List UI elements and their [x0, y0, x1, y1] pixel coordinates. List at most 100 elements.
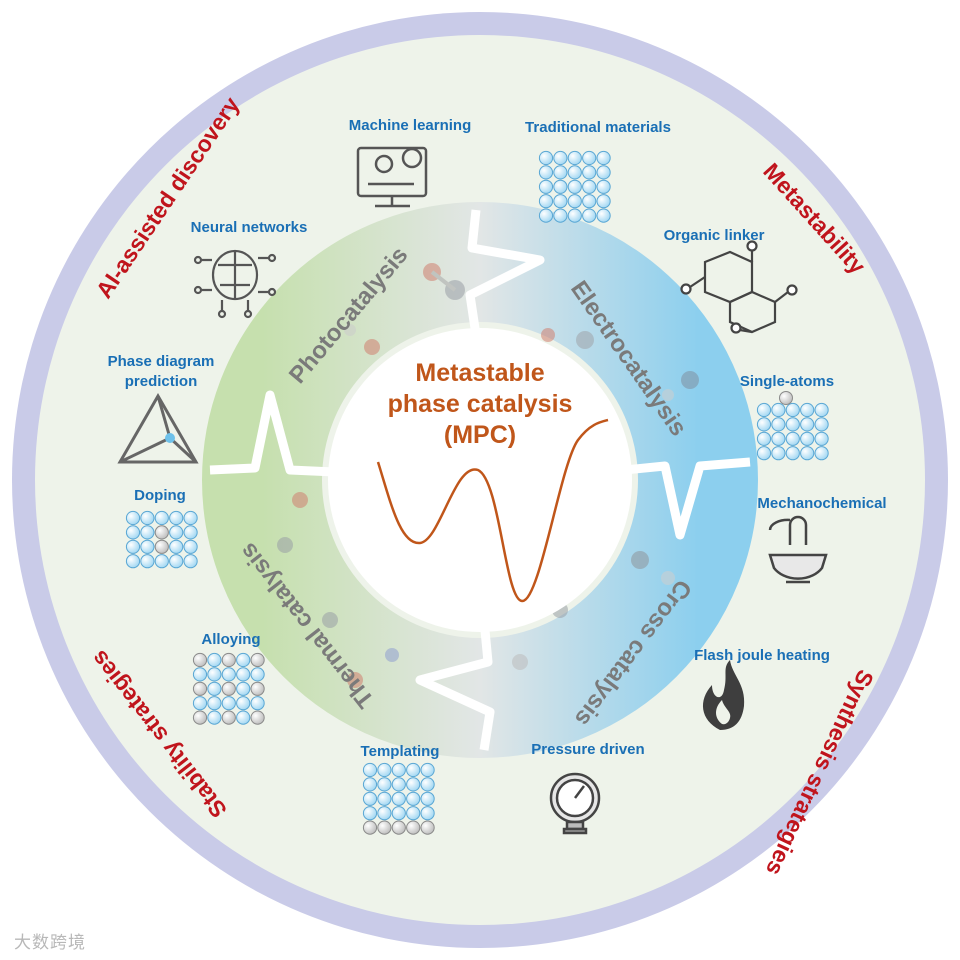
atom	[250, 667, 265, 682]
atom	[250, 696, 265, 711]
center-title: Metastable phase catalysis (MPC)	[388, 358, 573, 451]
atom	[538, 179, 554, 194]
atom	[125, 525, 141, 540]
atom	[800, 402, 815, 418]
atom	[567, 194, 582, 209]
center-title-line-2: phase catalysis	[387, 390, 573, 418]
label-pressure-driven: Pressure driven	[531, 741, 645, 758]
atom	[538, 150, 554, 166]
watermark: 大数跨境	[14, 933, 86, 953]
phase-diagram-icon	[117, 392, 199, 464]
atom	[183, 539, 198, 554]
atom	[567, 150, 582, 166]
doping-icon	[125, 510, 198, 569]
label-templating: Templating	[360, 743, 440, 760]
atom-grey	[377, 820, 392, 835]
atom	[125, 539, 141, 554]
atom-grey	[192, 681, 208, 696]
atom	[756, 417, 772, 432]
atom-grey	[420, 820, 435, 835]
energy-curve	[376, 418, 609, 603]
traditional-materials-icon	[538, 150, 611, 223]
atom	[553, 150, 568, 166]
atom	[140, 525, 155, 540]
atom-grey	[362, 820, 378, 835]
atom	[420, 806, 435, 821]
atom-grey	[391, 820, 406, 835]
atom	[553, 179, 568, 194]
atom	[771, 402, 786, 418]
atom	[236, 681, 251, 696]
atom	[538, 194, 554, 209]
atom	[221, 667, 236, 682]
atom	[800, 417, 815, 432]
atom-grey	[250, 652, 265, 668]
atom	[125, 510, 141, 526]
atom	[154, 554, 169, 569]
single-atoms-icon	[756, 391, 829, 461]
atom-grey	[154, 539, 169, 554]
label-flash-joule-heating: Flash joule heating	[694, 647, 830, 664]
atom	[814, 417, 829, 432]
catalysis-ring	[202, 202, 758, 758]
atom	[800, 431, 815, 446]
label-machine-learning: Machine learning	[348, 117, 472, 134]
atom	[420, 777, 435, 792]
label-phase-diagram-line-1: Phase diagram	[107, 353, 215, 370]
atom	[553, 208, 568, 223]
atom	[362, 777, 378, 792]
atom	[596, 194, 611, 209]
atom-grey	[192, 710, 208, 725]
atom	[391, 791, 406, 806]
templating-icon	[362, 762, 435, 835]
atom	[582, 179, 597, 194]
atom	[169, 510, 184, 526]
atom-grey	[192, 652, 208, 668]
atom	[125, 554, 141, 569]
atom	[391, 777, 406, 792]
flame-icon	[702, 660, 745, 730]
atom	[377, 791, 392, 806]
atom	[140, 554, 155, 569]
atom	[756, 402, 772, 418]
atom	[183, 554, 198, 569]
atom	[582, 150, 597, 166]
atom	[785, 402, 800, 418]
atom	[362, 791, 378, 806]
atom	[362, 806, 378, 821]
center-title-line-1: Metastable	[415, 359, 545, 387]
atom	[140, 539, 155, 554]
atom	[236, 696, 251, 711]
atom-grey	[221, 681, 236, 696]
atom	[596, 150, 611, 166]
atom	[582, 208, 597, 223]
alloying-icon	[192, 652, 265, 725]
atom	[553, 194, 568, 209]
atom	[406, 791, 421, 806]
label-alloying: Alloying	[201, 631, 261, 648]
atom	[236, 652, 251, 668]
atom-grey	[250, 681, 265, 696]
atom	[785, 446, 800, 461]
atom	[183, 525, 198, 540]
atom	[596, 179, 611, 194]
pressure-gauge-icon	[549, 772, 601, 835]
label-doping: Doping	[134, 487, 186, 504]
machine-learning-icon	[356, 146, 428, 208]
atom	[207, 652, 222, 668]
atom	[538, 165, 554, 180]
atom	[406, 762, 421, 778]
atom	[800, 446, 815, 461]
atom	[567, 208, 582, 223]
label-mechanochemical: Mechanochemical	[757, 495, 887, 512]
atom	[567, 165, 582, 180]
atom	[814, 431, 829, 446]
single-atom	[779, 391, 793, 405]
atom-grey	[154, 525, 169, 540]
atom	[420, 762, 435, 778]
atom	[391, 762, 406, 778]
atom-grey	[221, 652, 236, 668]
atom	[169, 539, 184, 554]
label-single-atoms: Single-atoms	[739, 373, 835, 390]
atom	[538, 208, 554, 223]
